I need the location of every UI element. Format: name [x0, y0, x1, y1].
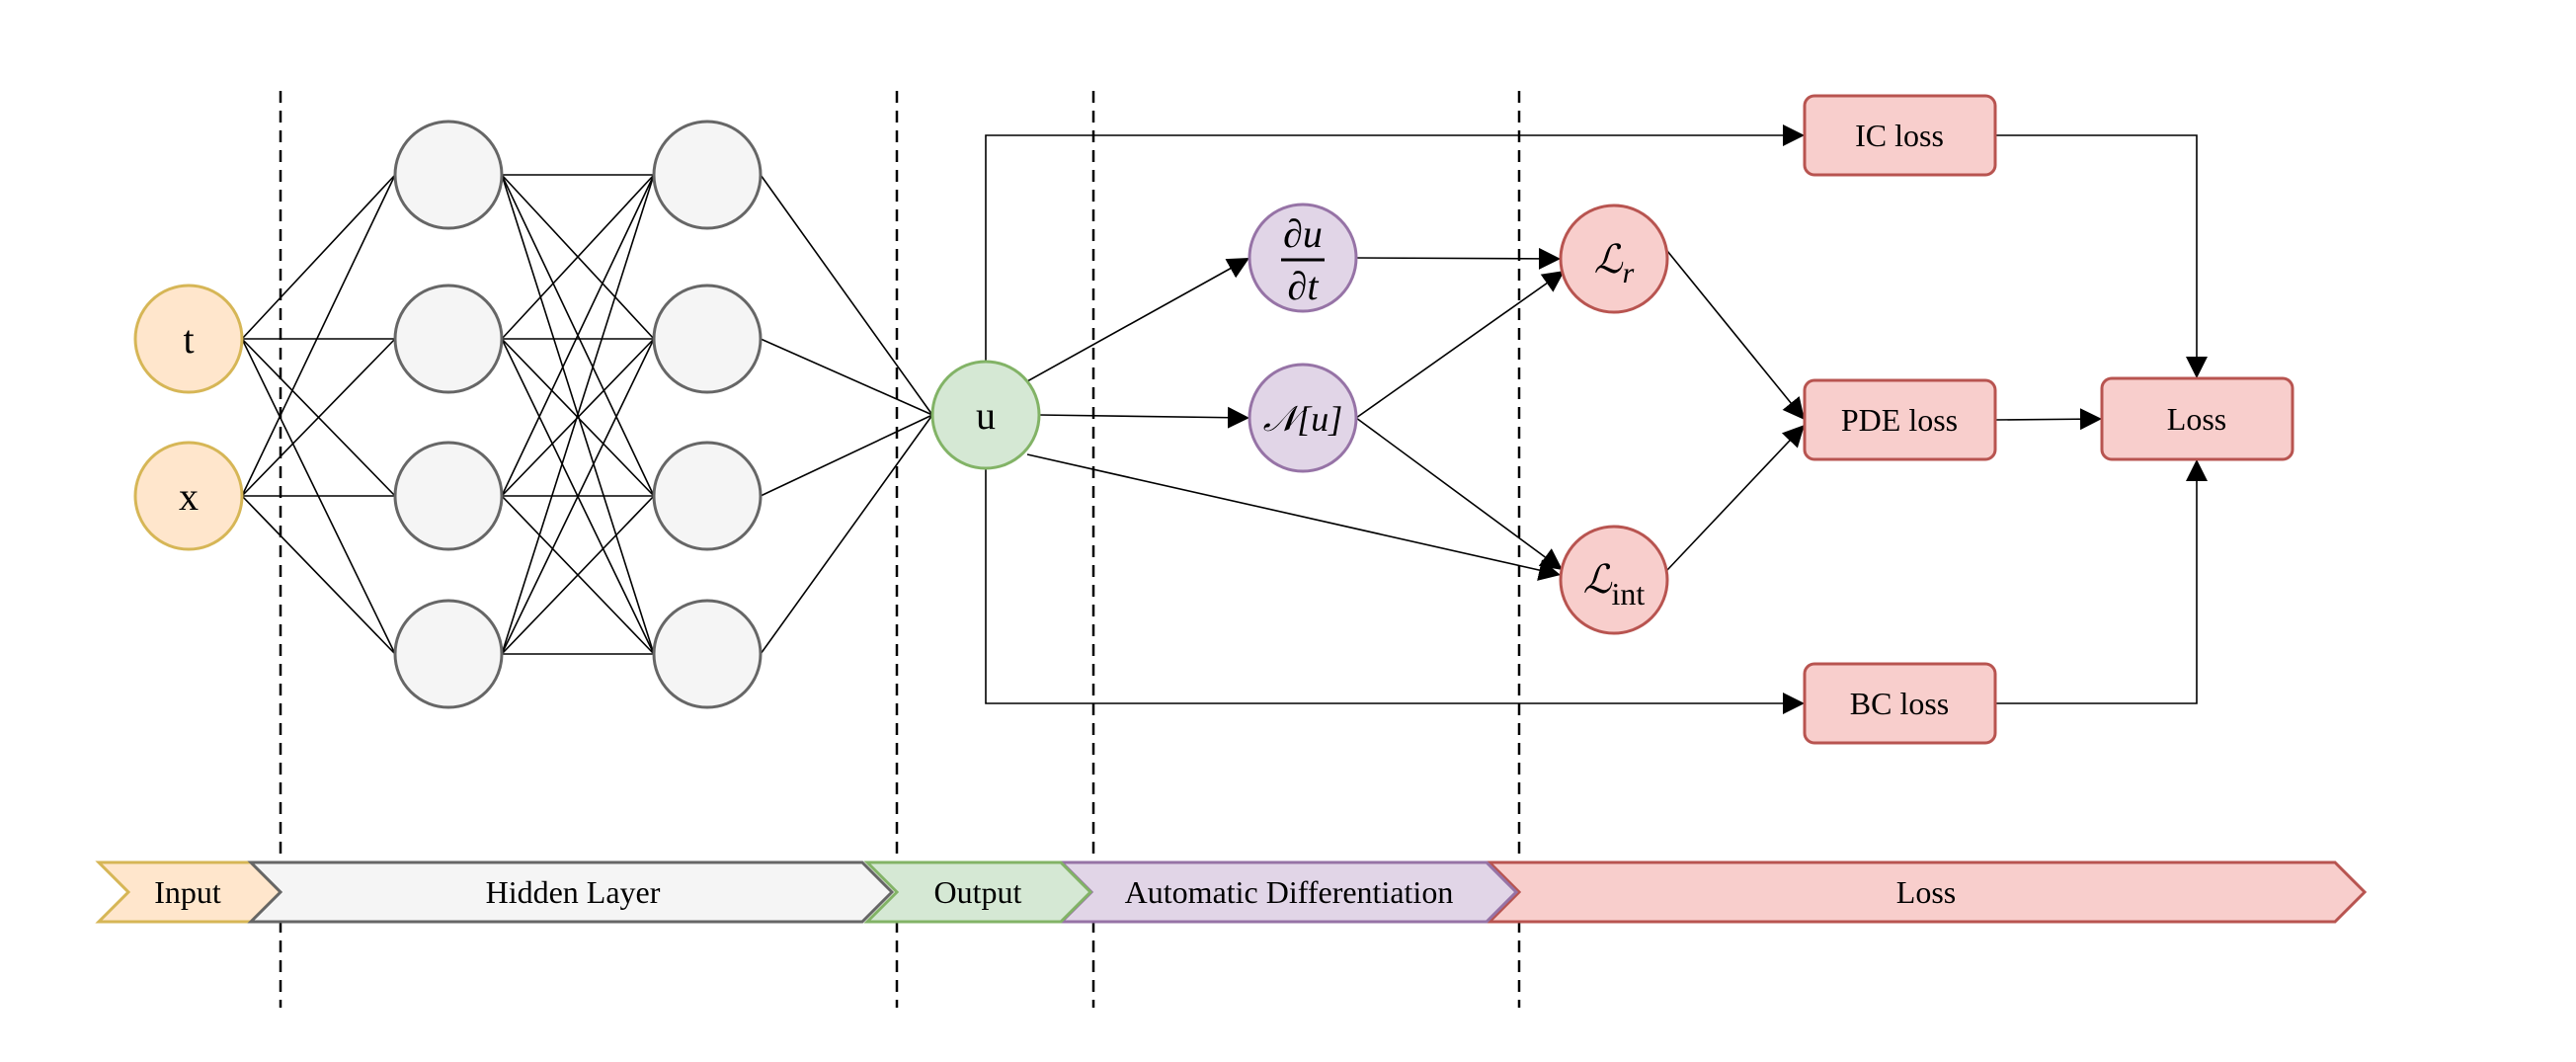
edge-hidden1-hidden2 — [501, 338, 655, 497]
hidden-node — [393, 120, 504, 230]
stage-input-label: Input — [154, 874, 221, 910]
bc-loss-box — [1803, 662, 1997, 745]
loss-int-label: ℒint — [1583, 557, 1646, 612]
edge-hidden2-output — [760, 414, 933, 497]
edge-hidden1-hidden2 — [501, 495, 655, 655]
output-node — [930, 360, 1041, 470]
loss-r-label: ℒr — [1594, 237, 1635, 289]
stage-autodiff-label: Automatic Differentiation — [1125, 874, 1454, 910]
bc-loss-label: BC loss — [1850, 686, 1949, 721]
hidden-node — [652, 599, 763, 709]
ic-loss-box — [1803, 94, 1997, 177]
edge-operator-loss-int — [1355, 417, 1564, 571]
pde-loss-label: PDE loss — [1841, 402, 1958, 438]
dudt-denominator: ∂t — [1288, 264, 1320, 308]
operator-node — [1248, 363, 1358, 473]
edge-hidden1-hidden2 — [501, 174, 655, 497]
stage-hidden-chevron — [247, 860, 895, 924]
input-label-t: t — [183, 317, 194, 362]
stage-dividers — [279, 91, 1521, 1008]
dudt-node — [1248, 203, 1358, 313]
stage-output-label: Output — [934, 874, 1022, 910]
operator-label: 𝒩[u] — [1263, 399, 1343, 439]
edge-u-ic — [985, 124, 1805, 362]
stage-loss-label: Loss — [1896, 874, 1956, 910]
nodes — [133, 120, 1669, 709]
edge-u-loss-int — [1026, 453, 1562, 581]
hidden-node — [652, 441, 763, 551]
stage-hidden-label: Hidden Layer — [486, 874, 661, 910]
edge-input-hidden1 — [241, 495, 396, 655]
edge-ic-total — [1995, 134, 2208, 378]
ic-loss-label: IC loss — [1855, 118, 1944, 153]
edge-hidden2-output — [760, 338, 933, 416]
loss-int-node — [1559, 525, 1669, 635]
pde-loss-box — [1803, 378, 1997, 461]
input-label-x: x — [179, 474, 199, 519]
stage-output-chevron — [863, 860, 1093, 924]
edge-loss-r-pde — [1666, 250, 1806, 421]
edge-loss-int-pde — [1666, 424, 1806, 571]
edge-u-dudt — [1026, 257, 1250, 382]
edge-hidden1-hidden2 — [501, 174, 655, 655]
edge-pde-total — [1994, 408, 2103, 431]
hidden-node — [652, 284, 763, 394]
output-label-u: u — [976, 393, 996, 438]
edge-bc-total — [1995, 459, 2208, 704]
hidden-node — [393, 599, 504, 709]
edge-input-hidden1 — [241, 338, 396, 497]
total-loss-box — [2100, 376, 2294, 461]
edge-dudt-loss-r — [1355, 247, 1562, 270]
edge-hidden1-hidden2 — [501, 338, 655, 655]
input-node — [133, 284, 244, 394]
stage-loss-chevron — [1486, 860, 2368, 924]
edge-hidden2-output — [760, 414, 933, 655]
hidden-node — [393, 284, 504, 394]
loss-r-node — [1559, 204, 1669, 314]
hidden-node — [393, 441, 504, 551]
edge-operator-loss-r — [1355, 270, 1566, 419]
hidden-node — [652, 120, 763, 230]
edge-u-operator — [1038, 406, 1250, 429]
input-node — [133, 441, 244, 551]
total-loss-label: Loss — [2167, 401, 2226, 437]
edge-input-hidden1 — [241, 174, 396, 497]
edge-hidden2-output — [760, 174, 933, 416]
dudt-numerator: ∂u — [1283, 211, 1323, 256]
stage-bar — [95, 860, 2368, 924]
edge-input-hidden1 — [241, 174, 396, 340]
edge-hidden1-hidden2 — [501, 174, 655, 340]
edges — [241, 124, 2208, 714]
edge-u-bc — [985, 468, 1805, 714]
